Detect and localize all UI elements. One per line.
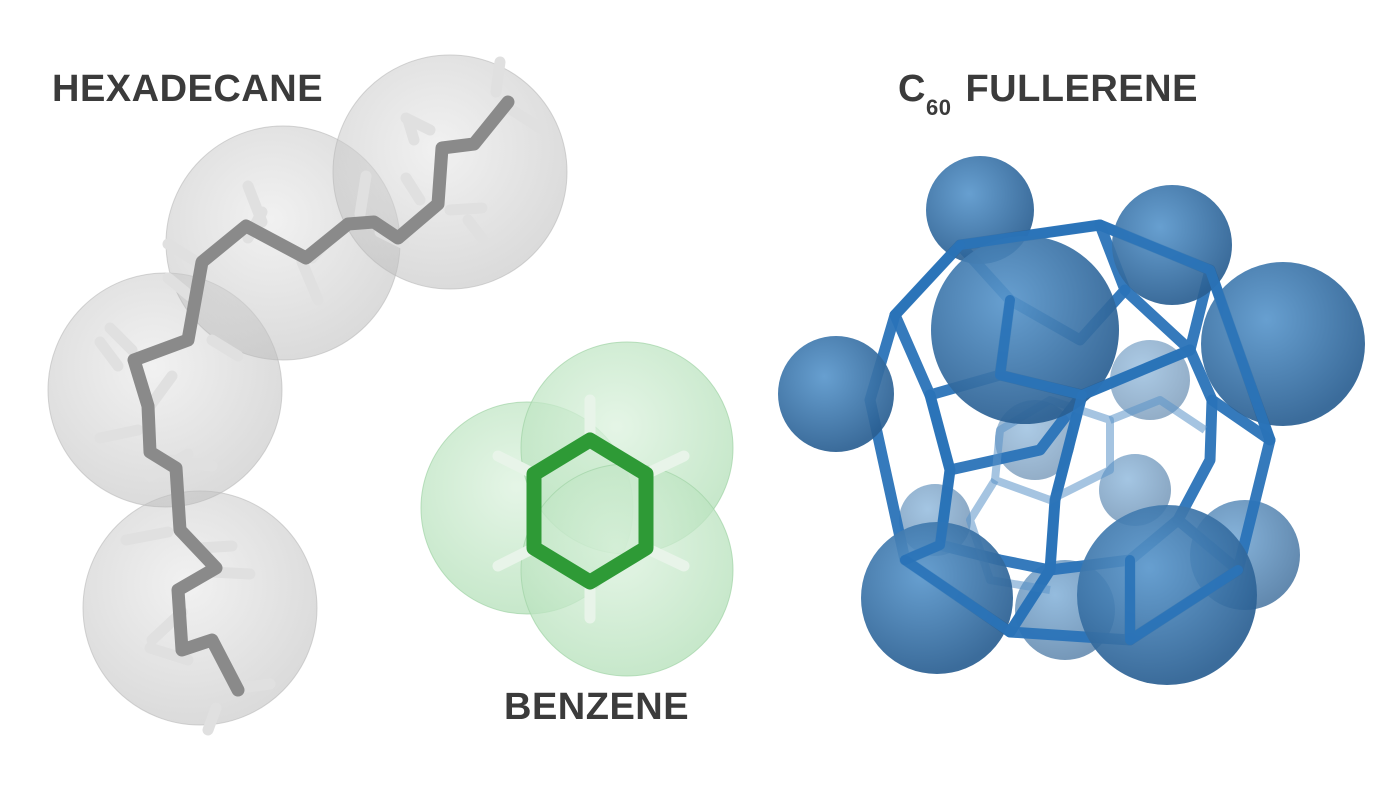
fullerene-bead-7 bbox=[1077, 505, 1257, 685]
benzene-ring bbox=[526, 432, 654, 590]
fullerene-label-prefix: C bbox=[898, 68, 926, 110]
fullerene-bead-4 bbox=[1201, 262, 1365, 426]
hexadecane-bead-1 bbox=[82, 490, 318, 726]
fullerene-bead-6 bbox=[861, 522, 1013, 674]
fullerene-cage-front bbox=[890, 220, 1275, 645]
fullerene-label-suffix: FULLERENE bbox=[965, 68, 1198, 110]
benzene-label: BENZENE bbox=[504, 686, 690, 728]
benzene-molecule bbox=[420, 341, 734, 677]
fullerene-bead-5 bbox=[931, 236, 1119, 424]
hexadecane-label: HEXADECANE bbox=[52, 68, 324, 110]
hexadecane-molecule bbox=[47, 54, 568, 736]
fullerene-label: C60 FULLERENE bbox=[898, 68, 1198, 120]
fullerene-label-subscript: 60 bbox=[925, 95, 952, 120]
benzene-hydrogens bbox=[492, 394, 690, 624]
fullerene-bead-2 bbox=[1112, 185, 1232, 305]
hexadecane-chain bbox=[127, 95, 515, 697]
fullerene-bead-3 bbox=[778, 336, 894, 452]
benzene-bead-3 bbox=[520, 463, 734, 677]
fullerene-molecule bbox=[778, 156, 1365, 685]
